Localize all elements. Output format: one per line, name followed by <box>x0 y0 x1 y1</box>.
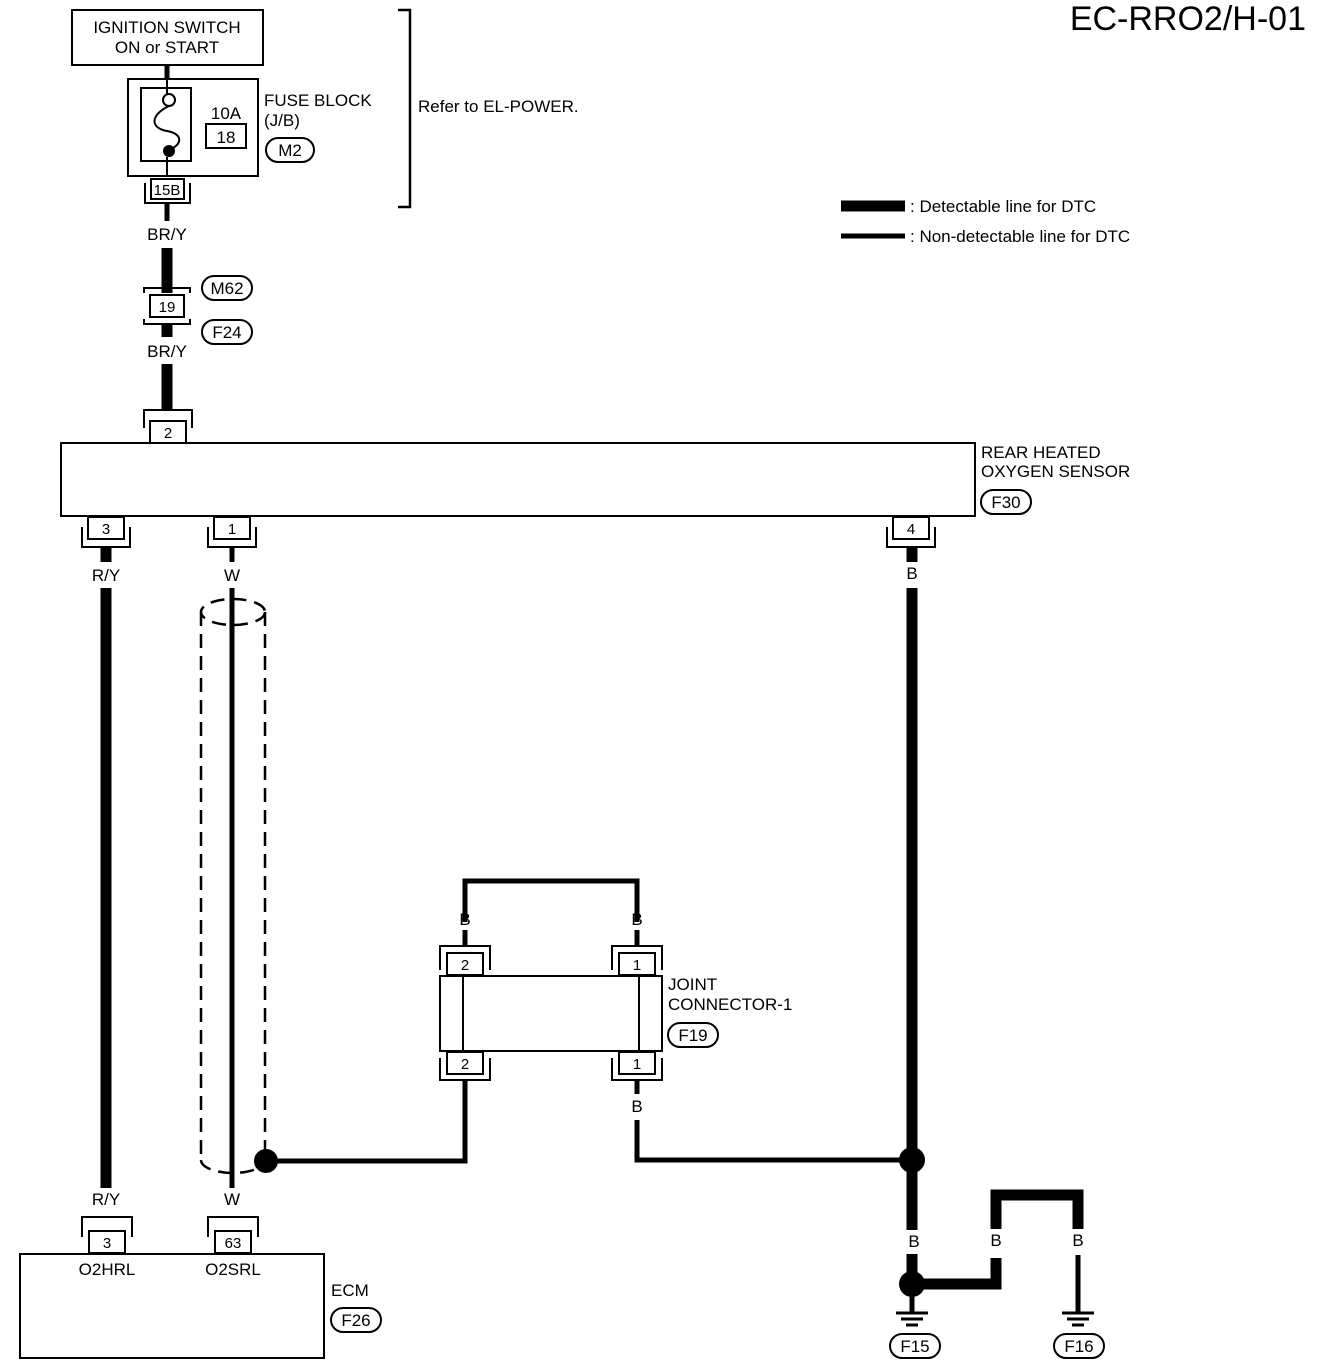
rear-heated-oxygen-sensor <box>60 442 976 517</box>
refer-bracket <box>398 8 412 209</box>
sensor-pin-heater-label: 3 <box>102 521 110 538</box>
wire-b-branch <box>912 1258 1002 1290</box>
fuse-block-name-2: (J/B) <box>264 111 300 130</box>
fuse-rating: 10A <box>211 104 242 123</box>
ecm-terminal-signal: O2SRL <box>205 1260 261 1279</box>
page-id: EC-RRO2/H-01 <box>1070 0 1306 38</box>
joint-pin-1-bottom <box>611 1051 663 1081</box>
joint-pin-2-top <box>439 945 491 976</box>
joint-wire-label-1: B <box>459 910 470 929</box>
joint-connector-1 <box>439 975 663 1052</box>
sensor-pin-power-label: 2 <box>164 425 172 442</box>
wire-joint-to-ground <box>634 1120 912 1163</box>
connector-badge-f30 <box>980 489 1032 515</box>
fuse-number: 18 <box>217 128 236 147</box>
connector-badge-f26 <box>330 1307 382 1333</box>
joint-pin-a-bottom: 2 <box>461 1056 469 1073</box>
connector-badge-f24 <box>201 319 253 345</box>
refer-note: Refer to EL-POWER. <box>418 97 579 116</box>
connector-badge-m2 <box>265 137 315 163</box>
connector-badge-f19 <box>667 1022 719 1048</box>
inline-conn-bottom: F24 <box>212 323 241 342</box>
ground-icon-f16 <box>1062 1311 1094 1327</box>
wire-label-b-branch-1: B <box>990 1231 1001 1250</box>
legend-detectable: : Detectable line for DTC <box>910 197 1096 216</box>
ecm <box>19 1253 325 1359</box>
inline-conn-top: M62 <box>210 279 243 298</box>
fuse-block-name-1: FUSE BLOCK <box>264 91 372 110</box>
wire-label-br-y-1: BR/Y <box>147 225 187 244</box>
joint-wire-label-3: B <box>631 1097 642 1116</box>
connector-badge-f15 <box>889 1333 941 1359</box>
joint-connector-id: F19 <box>678 1026 707 1045</box>
wire-label-r-y-1: R/Y <box>92 566 120 585</box>
sensor-name-2: OXYGEN SENSOR <box>981 462 1130 481</box>
fuse-block <box>127 78 259 177</box>
legend-non-detectable: : Non-detectable line for DTC <box>910 227 1130 246</box>
inline-pin-label: 19 <box>159 299 176 316</box>
ignition-label-2: ON or START <box>115 38 219 57</box>
connector-badge-f16 <box>1053 1333 1105 1359</box>
sensor-pin-1 <box>207 516 257 548</box>
ground-f16-label: F16 <box>1064 1337 1093 1356</box>
joint-name-2: CONNECTOR-1 <box>668 995 792 1014</box>
wire-shield-drain <box>266 1080 468 1164</box>
wire-label-w-2: W <box>224 1190 240 1209</box>
joint-wire-label-2: B <box>631 910 642 929</box>
connector-badge-m62 <box>201 275 253 301</box>
ignition-label-1: IGNITION SWITCH <box>93 18 240 37</box>
wire-joint-loop <box>462 878 640 922</box>
wire-label-b-branch-2: B <box>1072 1231 1083 1250</box>
terminal-15b <box>150 178 185 200</box>
fuse-icon <box>153 105 181 151</box>
joint-pin-b-top: 1 <box>633 957 641 974</box>
sensor-name-1: REAR HEATED <box>981 443 1101 462</box>
sensor-pin-signal-label: 1 <box>228 521 236 538</box>
ecm-name: ECM <box>331 1281 369 1300</box>
inline-connector-19 <box>149 294 185 318</box>
fuse-connector-id: M2 <box>278 141 302 160</box>
ecm-pin-3 <box>81 1216 133 1254</box>
ground-f15-label: F15 <box>900 1337 929 1356</box>
ecm-pin-63 <box>207 1216 259 1254</box>
joint-name-1: JOINT <box>668 975 717 994</box>
sensor-connector-id: F30 <box>991 493 1020 512</box>
joint-pin-b-bottom: 1 <box>633 1056 641 1073</box>
joint-pin-1-top <box>611 945 663 976</box>
wire-label-w-1: W <box>224 566 240 585</box>
joint-pin-a-top: 2 <box>461 957 469 974</box>
wire-b-branch-2 <box>990 1189 1084 1229</box>
wire-label-b-ground: B <box>908 1232 919 1251</box>
ignition-switch-box <box>71 9 264 66</box>
ground-icon-f15 <box>896 1311 928 1327</box>
ecm-terminal-heater: O2HRL <box>79 1260 136 1279</box>
wire-label-br-y-2: BR/Y <box>147 342 187 361</box>
ecm-pin-signal-label: 63 <box>225 1235 242 1252</box>
sensor-pin-ground-label: 4 <box>907 521 915 538</box>
ecm-pin-heater-label: 3 <box>103 1235 111 1252</box>
joint-pin-2-bottom <box>439 1051 491 1081</box>
wire-label-r-y-2: R/Y <box>92 1190 120 1209</box>
fuse-terminal-label: 15B <box>154 182 181 199</box>
wire-label-b-sensor: B <box>906 564 917 583</box>
ecm-connector-id: F26 <box>341 1311 370 1330</box>
